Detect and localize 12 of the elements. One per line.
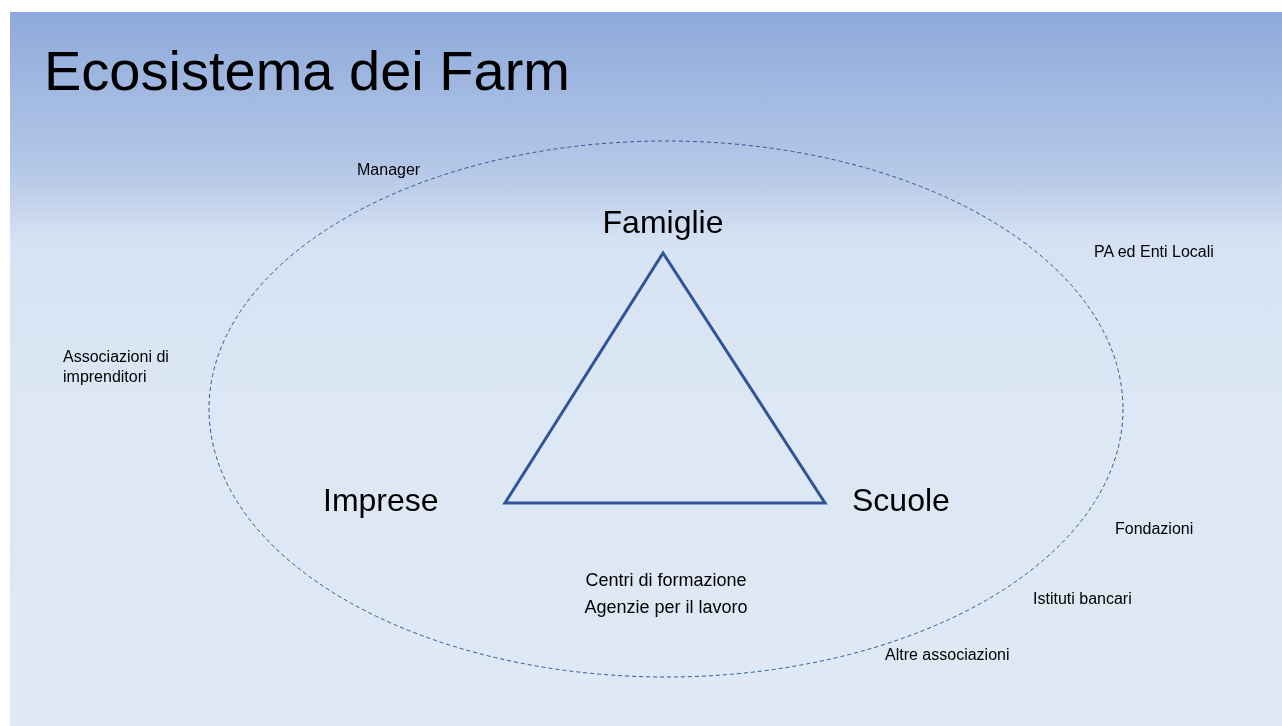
stakeholder-label: Istituti bancari [1033, 589, 1132, 609]
stakeholder-label: Associazioni di imprenditori [63, 347, 170, 387]
stakeholder-label: Altre associazioni [885, 645, 1010, 665]
stakeholder-label: PA ed Enti Locali [1094, 242, 1214, 262]
vertex-label: Scuole [852, 481, 950, 520]
vertex-label: Imprese [323, 481, 439, 520]
stakeholder-label: Centri di formazione [585, 569, 747, 592]
stakeholder-label: Fondazioni [1115, 519, 1194, 539]
slide-title: Ecosistema dei Farm [44, 38, 570, 103]
stakeholder-label: Manager [357, 160, 421, 180]
vertex-label: Famiglie [602, 203, 724, 242]
stakeholder-label: Agenzie per il lavoro [584, 596, 748, 619]
